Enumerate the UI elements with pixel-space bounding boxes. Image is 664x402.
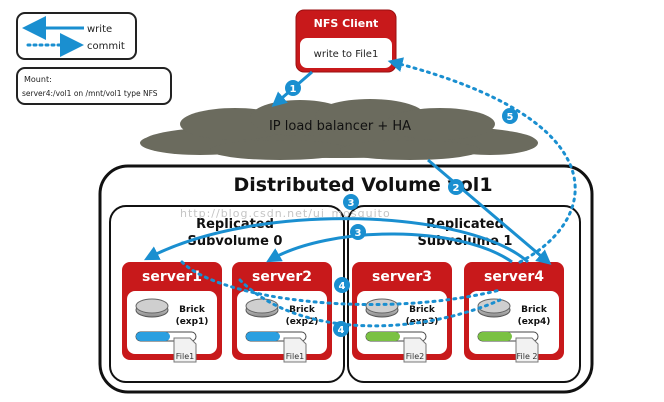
subvolume-0-label-line2: Subvolume 0 [188, 234, 283, 249]
file-icon [173, 337, 197, 363]
file-label: File2 [406, 352, 424, 361]
step-badge-3a: 3 [343, 194, 359, 210]
svg-text:5: 5 [507, 112, 514, 123]
step-badge-2: 2 [448, 179, 464, 195]
brick-id: (exp4) [518, 317, 551, 327]
mount-path: server4:/vol1 on /mnt/vol1 type NFS [22, 89, 158, 98]
subvolume-0-label-line1: Replicated [196, 217, 274, 232]
svg-text:3: 3 [355, 228, 362, 239]
watermark: http://blog.csdn.net/ui_mosquito [180, 207, 391, 220]
capacity-bar [136, 332, 170, 341]
server-4: server4 Brick (exp4) File 2 [464, 262, 564, 363]
nfs-client-title: NFS Client [314, 17, 379, 30]
brick-id: (exp1) [176, 317, 209, 327]
brick-id: (exp2) [286, 317, 319, 327]
commit-arrow-5 [387, 57, 577, 264]
volume-title: Distributed Volume vol1 [233, 174, 492, 196]
step-badge-1: 1 [285, 80, 301, 96]
svg-text:4: 4 [339, 281, 346, 292]
brick-label: Brick [179, 305, 206, 315]
brick-label: Brick [289, 305, 316, 315]
file-label: File1 [286, 352, 304, 361]
file-icon [515, 337, 539, 363]
server-name: server4 [484, 269, 544, 285]
file-icon [403, 337, 427, 363]
brick-id: (exp3) [406, 317, 439, 327]
commit-arrow-4b [238, 278, 502, 328]
svg-text:4: 4 [338, 325, 345, 336]
server-name: server3 [372, 269, 432, 285]
subvolume-1-label-line1: Replicated [426, 217, 504, 232]
commit-arrow-4a [180, 260, 502, 306]
step-badges: 1 2 3 3 4 4 5 [285, 80, 518, 337]
capacity-bar [246, 332, 280, 341]
step-badge-4a: 4 [334, 277, 350, 293]
server-3: server3 Brick (exp3) File2 [352, 262, 452, 363]
server-name: server1 [142, 269, 202, 285]
svg-text:2: 2 [453, 183, 460, 194]
write-arrow-2 [427, 158, 552, 265]
mount-box: Mount: server4:/vol1 on /mnt/vol1 type N… [16, 67, 172, 105]
write-arrow-3a [144, 217, 529, 264]
svg-text:1: 1 [290, 84, 297, 95]
brick-label: Brick [521, 305, 548, 315]
capacity-bar [478, 332, 512, 341]
step-badge-5: 5 [502, 108, 518, 124]
step-badge-3b: 3 [350, 224, 366, 240]
load-balancer-label: IP load balancer + HA [269, 119, 411, 134]
nfs-client-box: NFS Client write to File1 [295, 9, 397, 73]
write-arrow-3b [266, 232, 513, 264]
server-2: server2 Brick (exp2) File1 [232, 262, 332, 363]
server-name: server2 [252, 269, 312, 285]
brick-label: Brick [409, 305, 436, 315]
file-label: File1 [176, 352, 194, 361]
svg-text:3: 3 [348, 198, 355, 209]
server-1: server1 Brick (exp1) File1 [122, 262, 222, 363]
file-icon [283, 337, 307, 363]
commit-arrows [180, 57, 577, 328]
legend-box [16, 12, 137, 60]
nfs-client-action: write to File1 [314, 49, 379, 60]
file-label: File 2 [516, 352, 537, 361]
commit-legend-label: commit [87, 41, 125, 52]
mount-label: Mount: [24, 75, 52, 84]
write-legend-label: write [87, 24, 112, 35]
legend: write commit [16, 12, 137, 60]
capacity-bar [366, 332, 400, 341]
step-badge-4b: 4 [333, 321, 349, 337]
load-balancer-cloud: IP load balancer + HA [140, 99, 538, 160]
